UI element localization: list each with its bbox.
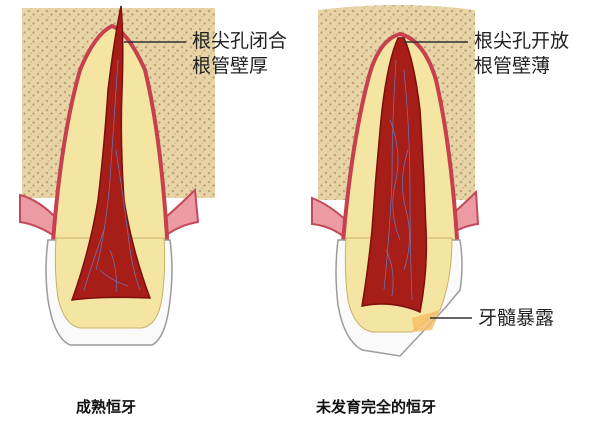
pulp-left [70, 5, 152, 301]
label-apex-closed-line1: 根尖孔闭合 [192, 30, 288, 52]
label-apex-open: 根尖孔开放 根管壁薄 [474, 29, 569, 79]
caption-immature-tooth: 未发育完全的恒牙 [316, 398, 437, 416]
pulp-exposure-area [412, 310, 440, 332]
caption-mature-tooth: 成熟恒牙 [76, 398, 137, 416]
label-apex-closed: 根尖孔闭合 根管壁厚 [192, 29, 287, 79]
mature-tooth-illustration [19, 5, 215, 346]
label-pulp-exposure: 牙髓暴露 [478, 307, 555, 329]
label-apex-open-line2: 根管壁薄 [474, 55, 551, 77]
label-apex-open-line1: 根尖孔开放 [474, 30, 570, 52]
label-apex-closed-line2: 根管壁厚 [192, 55, 269, 77]
immature-tooth-illustration [311, 5, 480, 357]
